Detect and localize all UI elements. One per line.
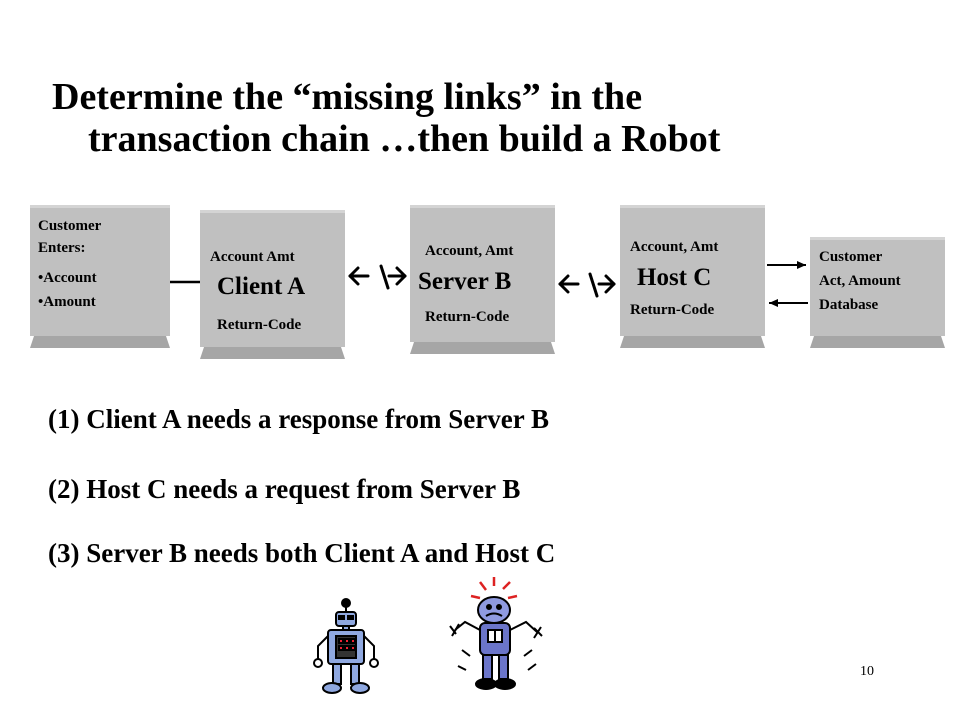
host-return-code-label: Return-Code (630, 302, 715, 318)
customer-entry-box: Customer Enters: •Account •Amount (30, 205, 170, 336)
point-2: (2) Host C needs a request from Server B (48, 474, 521, 504)
client-account-amt-label: Account Amt (210, 249, 295, 265)
database-customer-label: Customer (819, 249, 883, 265)
database-label: Database (819, 297, 879, 313)
slide-title-line-1: Determine the “missing links” in the (52, 76, 643, 118)
client-a-name: Client A (217, 273, 306, 300)
slide-title: Determine the “missing links” in the tra… (52, 76, 932, 160)
client-server-missing-link-icon (348, 264, 407, 290)
customer-database-box: Customer Act, Amount Database (810, 237, 945, 336)
point-1: (1) Client A needs a response from Serve… (48, 404, 549, 434)
server-b-name: Server B (418, 268, 512, 295)
client-a-box: Account Amt Client A Return-Code (200, 210, 345, 347)
client-return-code-label: Return-Code (217, 317, 302, 333)
slide-title-line-2: transaction chain …then build a Robot (88, 118, 721, 160)
customer-label: Customer (38, 218, 102, 234)
database-act-amount-label: Act, Amount (819, 273, 901, 289)
frantic-robot-icon (449, 577, 543, 690)
server-account-amt-label: Account, Amt (425, 243, 514, 259)
server-b-box: Account, Amt Server B Return-Code (410, 205, 555, 342)
host-c-name: Host C (637, 264, 712, 291)
host-account-amt-label: Account, Amt (630, 239, 719, 255)
amount-bullet: •Amount (38, 294, 96, 310)
point-3: (3) Server B needs both Client A and Hos… (48, 538, 556, 568)
slide-number: 10 (860, 664, 874, 679)
host-c-box: Account, Amt Host C Return-Code (620, 205, 765, 336)
server-host-missing-link-icon (558, 272, 616, 298)
server-return-code-label: Return-Code (425, 309, 510, 325)
account-bullet: •Account (38, 270, 97, 286)
calm-robot-icon (313, 598, 379, 694)
enters-label: Enters: (38, 240, 86, 256)
